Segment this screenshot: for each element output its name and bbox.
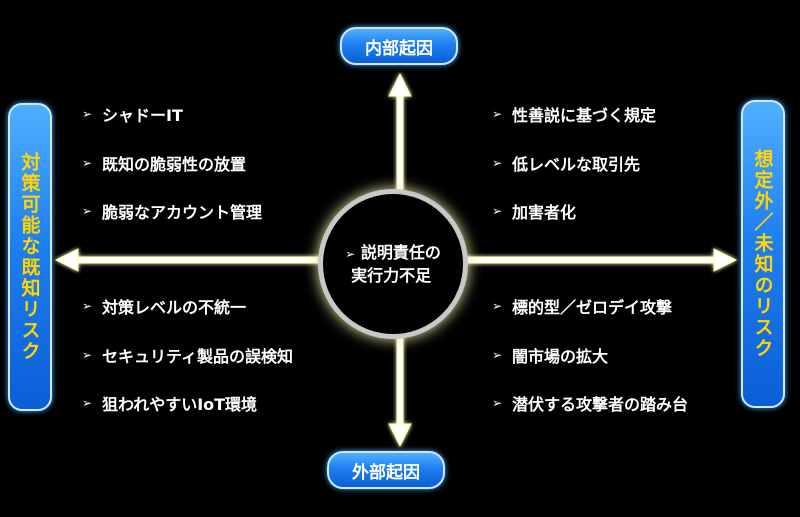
list-item: ➢脆弱なアカウント管理	[82, 203, 263, 222]
bullet-icon: ➢	[82, 155, 93, 170]
bullet-icon: ➢	[82, 347, 93, 362]
bullet-icon: ➢	[82, 204, 93, 218]
list-item: ➢シャドーIT	[82, 106, 183, 125]
down-arrowhead	[388, 423, 412, 448]
top-label: 内部起因	[365, 38, 433, 59]
list-item: ➢低レベルな取引先	[492, 154, 641, 174]
list-item: ➢闇市場の拡大	[492, 346, 609, 366]
center-text: ➢ 説明責任の 実行力不足	[345, 242, 441, 287]
center-circle: ➢ 説明責任の 実行力不足	[318, 189, 468, 339]
list-item: ➢潜伏する攻撃者の踏み台	[492, 395, 689, 414]
bottom-label-pill: 外部起因	[327, 451, 445, 489]
list-item: ➢セキュリティ製品の誤検知	[82, 346, 294, 366]
center-line-2: 実行力不足	[351, 265, 432, 285]
bullet-icon: ➢	[82, 299, 93, 313]
list-item: ➢対策レベルの不統一	[82, 298, 247, 317]
left-label: 対策可能な既知リスク	[18, 152, 41, 362]
bottom-label: 外部起因	[352, 462, 420, 483]
list-item: ➢性善説に基づく規定	[492, 106, 657, 125]
left-label-pill: 対策可能な既知リスク	[8, 103, 52, 411]
top-right-list: ➢性善説に基づく規定 ➢低レベルな取引先 ➢加害者化	[492, 102, 656, 248]
bullet-icon: ➢	[492, 107, 503, 121]
left-arrowhead	[54, 248, 79, 272]
bottom-right-list: ➢標的型／ゼロデイ攻撃 ➢闇市場の拡大 ➢潜伏する攻撃者の踏み台	[492, 294, 688, 440]
bottom-left-list: ➢対策レベルの不統一 ➢セキュリティ製品の誤検知 ➢狙われやすいIoT環境	[82, 294, 293, 440]
list-item: ➢加害者化	[492, 203, 577, 222]
bullet-icon: ➢	[492, 299, 503, 313]
bullet-icon: ➢	[492, 396, 503, 410]
list-item: ➢既知の脆弱性の放置	[82, 154, 247, 174]
list-item: ➢標的型／ゼロデイ攻撃	[492, 298, 673, 317]
right-arrowhead	[713, 248, 738, 272]
list-item: ➢狙われやすいIoT環境	[82, 395, 258, 414]
bullet-icon: ➢	[492, 155, 503, 170]
up-arrowhead	[388, 72, 412, 97]
right-label-pill: 想定外／未知のリスク	[741, 100, 785, 408]
center-bullet-icon: ➢	[345, 246, 356, 261]
bullet-icon: ➢	[82, 396, 93, 410]
right-label: 想定外／未知のリスク	[751, 149, 774, 359]
top-left-list: ➢シャドーIT ➢既知の脆弱性の放置 ➢脆弱なアカウント管理	[82, 102, 262, 248]
bullet-icon: ➢	[492, 347, 503, 362]
center-line-1: 説明責任の	[360, 242, 441, 262]
top-label-pill: 内部起因	[340, 27, 458, 65]
bullet-icon: ➢	[492, 204, 503, 218]
bullet-icon: ➢	[82, 107, 93, 121]
